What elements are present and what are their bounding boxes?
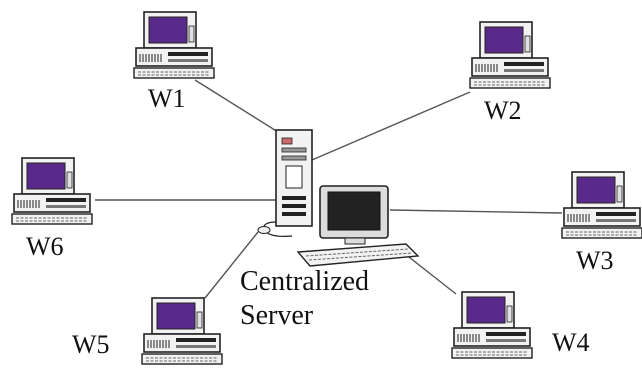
link-w1 bbox=[194, 79, 279, 133]
label-w5: W5 bbox=[72, 330, 110, 359]
link-w5 bbox=[204, 231, 259, 299]
workstation-w6-icon bbox=[11, 157, 93, 225]
workstation-w3-icon bbox=[561, 171, 642, 239]
server-tower-icon bbox=[257, 129, 313, 237]
server-label-line2: Server bbox=[240, 300, 314, 331]
label-w2: W2 bbox=[484, 96, 522, 125]
server-label-line1: Centralized bbox=[240, 266, 370, 297]
label-w1: W1 bbox=[148, 84, 186, 113]
link-w3 bbox=[389, 209, 563, 214]
workstation-w1-icon bbox=[133, 11, 215, 79]
label-w6: W6 bbox=[26, 232, 64, 261]
label-w4: W4 bbox=[552, 328, 590, 357]
workstation-w5-icon bbox=[141, 297, 223, 365]
workstation-w2-icon bbox=[469, 21, 551, 89]
workstation-w4-icon bbox=[451, 291, 533, 359]
link-w2 bbox=[311, 91, 471, 161]
label-w3: W3 bbox=[576, 246, 614, 275]
server-console-icon bbox=[296, 185, 420, 267]
